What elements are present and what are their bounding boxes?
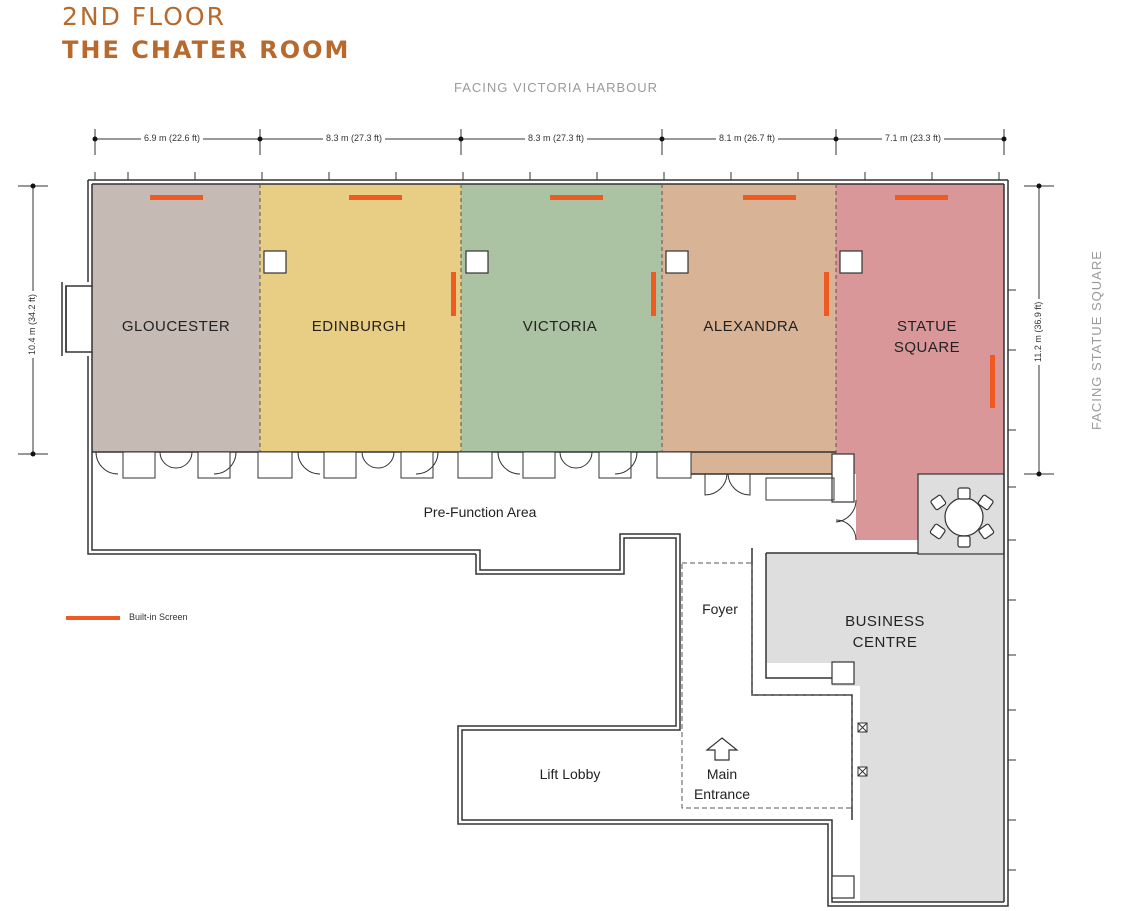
dimension-dots [30,136,1042,477]
room-label-alexandra: ALEXANDRA [703,318,799,335]
room-gloucester[interactable] [92,184,260,452]
legend-screen-label: Built-in Screen [129,612,188,622]
screen-statue-side [990,355,995,408]
screen-statue-top [895,195,948,200]
lift-lobby-label: Lift Lobby [539,766,601,782]
doors [95,451,857,541]
screen-victoria-side [651,272,656,316]
prefunction-area-label: Pre-Function Area [423,504,537,520]
room-statue-square[interactable] [836,184,1004,540]
dimension-right-height: 11.2 m (36.9 ft) [1033,298,1043,365]
foyer-label: Foyer [702,601,738,617]
room-alexandra[interactable] [662,184,836,474]
facing-harbour-label: FACING VICTORIA HARBOUR [454,80,659,95]
meeting-table-icon [929,487,995,548]
screen-alexandra-top [743,195,796,200]
built-in-screens [150,195,995,408]
movable-partitions [259,184,837,474]
room-edinburgh[interactable] [260,184,461,452]
gloucester-alcove [65,285,93,353]
wall-fixtures [857,722,868,777]
dimension-statue-square: 7.1 m (23.3 ft) [882,133,945,143]
columns [263,250,863,899]
room-label-edinburgh: EDINBURGH [311,318,407,335]
business-centre-area[interactable] [766,540,1004,902]
dimension-left-height: 10.4 m (34.2 ft) [27,290,37,358]
dimension-gloucester: 6.9 m (22.6 ft) [141,133,204,143]
screen-victoria-top [550,195,603,200]
room-label-gloucester: GLOUCESTER [121,318,231,335]
dimension-edinburgh: 8.3 m (27.3 ft) [323,133,386,143]
room-victoria[interactable] [461,184,662,452]
floor-title: 2ND FLOOR [62,2,226,31]
screen-alexandra-side [824,272,829,316]
legend-screen-swatch [66,616,120,620]
window-mullions [94,172,1016,871]
dimension-alexandra: 8.1 m (26.7 ft) [716,133,779,143]
screen-edinburgh-top [349,195,402,200]
room-label-victoria: VICTORIA [522,318,598,335]
screen-gloucester [150,195,203,200]
foyer-outline [681,562,853,809]
entrance-arrow-icon [705,737,739,761]
venue-title: THE CHATER ROOM [62,36,351,64]
screen-edinburgh-side [451,272,456,316]
dimension-victoria: 8.3 m (27.3 ft) [525,133,588,143]
facing-square-label: FACING STATUE SQUARE [1089,250,1104,430]
